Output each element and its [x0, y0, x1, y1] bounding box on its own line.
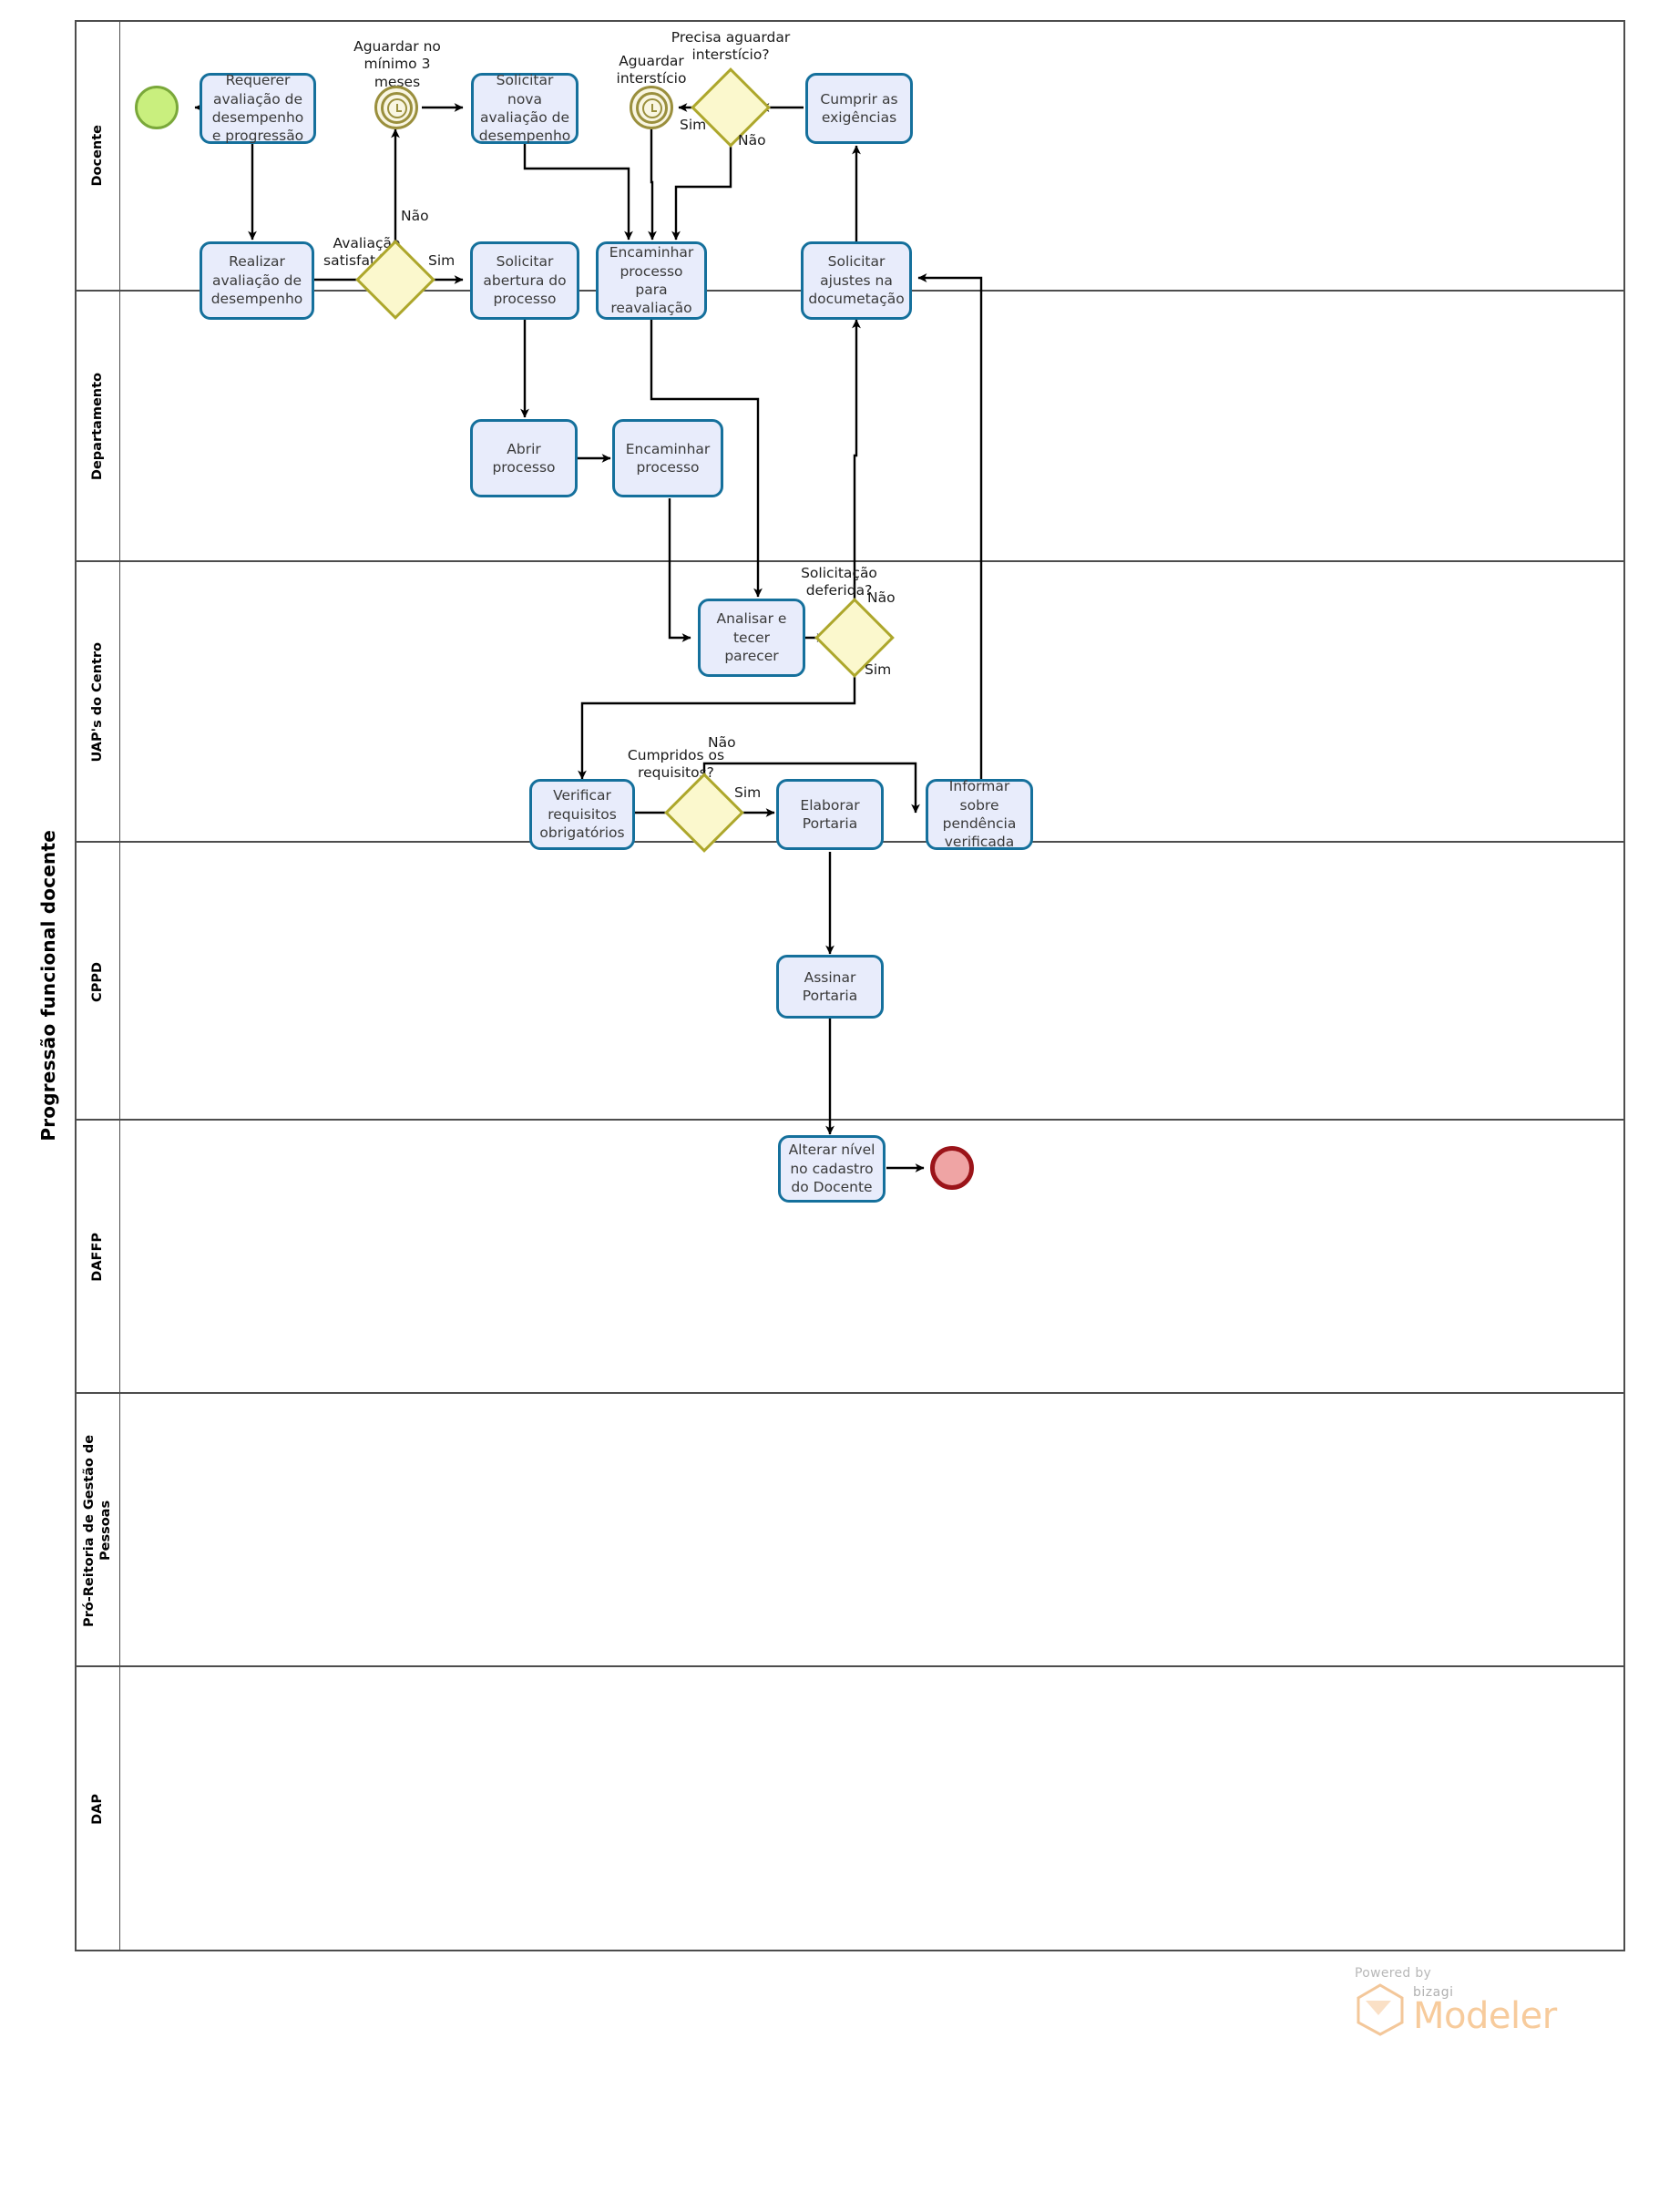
- flow-label-avaliacao-sim: Sim: [428, 252, 456, 269]
- task-informar-pendencia[interactable]: Informar sobre pendência verificada: [926, 778, 1033, 850]
- pool-header: Progressão funcional docente: [22, 20, 77, 1951]
- timer-event-3-meses[interactable]: [374, 86, 418, 129]
- end-event[interactable]: [930, 1146, 974, 1190]
- lane-header-departamento: Departamento: [77, 292, 120, 562]
- task-realizar-avaliacao[interactable]: Realizar avaliação de desempenho: [200, 241, 314, 320]
- task-requerer-avaliacao[interactable]: Requerer avaliação de desempenho e progr…: [200, 72, 316, 144]
- timer1-label: Aguardar no mínimo 3 meses: [353, 38, 441, 90]
- lane-label-uaps: UAP's do Centro: [90, 642, 106, 763]
- task-solicitar-nova-avaliacao[interactable]: Solicitar nova avaliação de desempenho: [471, 72, 579, 144]
- gateway-intersticio-label: Precisa aguardar interstício?: [671, 29, 791, 64]
- lane-header-uaps: UAP's do Centro: [77, 562, 120, 843]
- lane-departamento: [77, 292, 1625, 562]
- powered-by-label: Powered by: [1355, 1966, 1432, 1981]
- flow-label-deferida-nao: Não: [867, 589, 896, 606]
- lane-label-progep: Pró-Reitoria de Gestão de Pessoas: [82, 1434, 114, 1627]
- task-solicitar-ajustes-documentacao[interactable]: Solicitar ajustes na documetação: [801, 241, 912, 320]
- task-analisar-tecer-parecer[interactable]: Analisar e tecer parecer: [698, 599, 805, 677]
- lane-progep: [77, 1394, 1625, 1667]
- clock-icon: [387, 98, 407, 118]
- bizagi-branding: Powered by bizagi Modeler: [1355, 1966, 1557, 2037]
- task-assinar-portaria[interactable]: Assinar Portaria: [776, 955, 884, 1019]
- lane-daffp: [77, 1121, 1625, 1394]
- bizagi-hexagon-logo: [1357, 1983, 1404, 2036]
- task-verificar-requisitos[interactable]: Verificar requisitos obrigatórios: [529, 779, 635, 850]
- lane-cppd: [77, 843, 1625, 1121]
- task-elaborar-portaria[interactable]: Elaborar Portaria: [776, 779, 884, 850]
- task-cumprir-exigencias[interactable]: Cumprir as exigências: [805, 73, 913, 144]
- timer-event-intersticio[interactable]: [630, 86, 673, 129]
- bizagi-wordmark: bizagi: [1413, 1985, 1454, 2000]
- pool-title: Progressão funcional docente: [37, 830, 59, 1142]
- start-event[interactable]: [135, 86, 179, 129]
- modeler-wordmark: Modeler: [1413, 1995, 1557, 2037]
- flow-label-intersticio-nao: Não: [738, 132, 766, 148]
- flow-label-deferida-sim: Sim: [865, 661, 892, 678]
- lane-header-daffp: DAFFP: [77, 1121, 120, 1394]
- flow-label-intersticio-sim: Sim: [680, 117, 707, 133]
- flow-label-requisitos-nao: Não: [708, 734, 736, 751]
- task-solicitar-abertura-processo[interactable]: Solicitar abertura do processo: [470, 241, 579, 320]
- lane-header-docente: Docente: [77, 20, 120, 292]
- gateway-requisitos-label: Cumpridos os requisitos?: [627, 747, 725, 782]
- lane-dap: [77, 1667, 1625, 1951]
- flow-label-requisitos-sim: Sim: [734, 784, 762, 801]
- lane-label-dap: DAP: [90, 1794, 106, 1825]
- clock-icon: [642, 98, 662, 118]
- gateway-deferida-label: Solicitação deferida?: [801, 565, 877, 599]
- task-encaminhar-processo[interactable]: Encaminhar processo: [612, 419, 723, 497]
- lane-label-daffp: DAFFP: [90, 1233, 106, 1282]
- task-abrir-processo[interactable]: Abrir processo: [470, 419, 578, 497]
- lane-label-docente: Docente: [90, 125, 106, 187]
- task-alterar-nivel-cadastro[interactable]: Alterar nível no cadastro do Docente: [778, 1135, 886, 1203]
- lane-label-departamento: Departamento: [90, 373, 106, 481]
- flow-label-avaliacao-nao: Não: [401, 208, 429, 224]
- task-encaminhar-processo-reavaliacao[interactable]: Encaminhar processo para reavaliação: [596, 241, 707, 320]
- lane-header-progep: Pró-Reitoria de Gestão de Pessoas: [77, 1394, 120, 1667]
- lane-header-cppd: CPPD: [77, 843, 120, 1121]
- timer2-label: Aguardar interstício: [616, 53, 687, 87]
- lane-label-cppd: CPPD: [90, 961, 106, 1002]
- lane-header-dap: DAP: [77, 1667, 120, 1951]
